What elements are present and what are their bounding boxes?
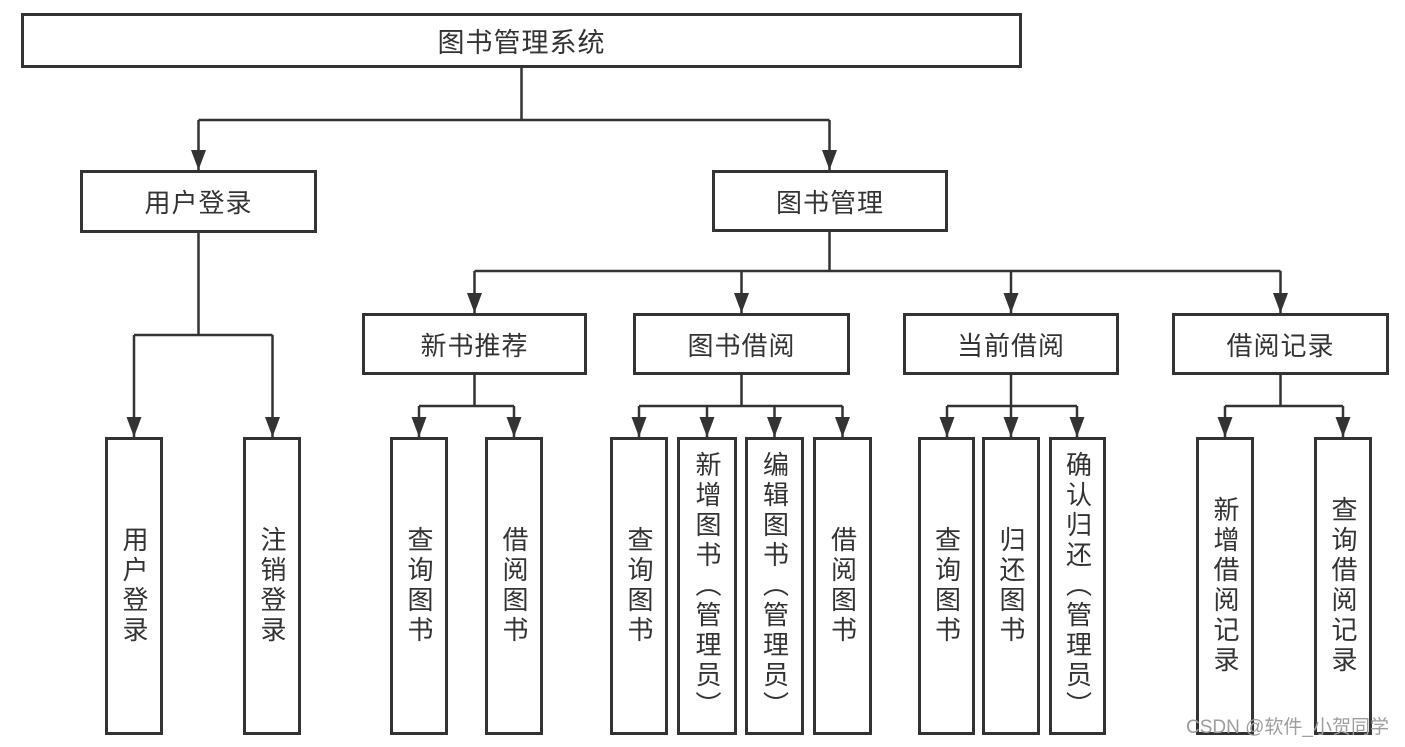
leaf-return-book: 归还图书 <box>982 437 1040 735</box>
leaf-query-books-borrow: 查询图书 <box>610 437 668 735</box>
node-borrow-records: 借阅记录 <box>1172 313 1389 375</box>
arrowhead <box>506 417 522 437</box>
arrowhead <box>1069 417 1085 437</box>
arrowhead <box>191 150 206 170</box>
leaf-borrow-books-2: 借阅图书 <box>813 437 872 735</box>
arrowhead <box>1003 293 1019 313</box>
arrowhead <box>265 417 280 437</box>
connector-book-management-to-level3 <box>473 232 1282 313</box>
node-root: 图书管理系统 <box>21 13 1022 68</box>
leaf-confirm-return-admin: 确认归还（管理员） <box>1049 437 1106 735</box>
csdn-watermark: CSDN @软件_小贺同学 <box>1186 717 1389 738</box>
arrowhead <box>767 417 782 437</box>
leaf-add-borrow-record: 新增借阅记录 <box>1196 437 1254 735</box>
arrowhead <box>734 293 749 313</box>
arrowhead <box>631 417 647 437</box>
arrowhead <box>467 293 482 313</box>
leaf-add-book-admin: 新增图书（管理员） <box>677 437 737 735</box>
arrowhead <box>939 417 955 437</box>
arrowhead <box>1273 293 1288 313</box>
node-current-borrow: 当前借阅 <box>903 313 1119 375</box>
node-book-management: 图书管理 <box>712 170 948 232</box>
arrowhead <box>126 417 142 437</box>
leaf-query-books-current: 查询图书 <box>918 437 975 735</box>
leaf-query-borrow-record: 查询借阅记录 <box>1314 437 1372 735</box>
leaf-logout: 注销登录 <box>243 437 301 735</box>
leaf-user-login: 用户登录 <box>105 437 163 735</box>
arrowhead <box>411 417 427 437</box>
node-new-book-recommend: 新书推荐 <box>362 313 587 375</box>
arrowhead <box>1217 417 1233 437</box>
node-book-borrow: 图书借阅 <box>633 313 850 375</box>
leaf-borrow-books-recommend: 借阅图书 <box>485 437 543 735</box>
connector-new-book-to-leaves <box>417 375 516 437</box>
leaf-edit-book-admin: 编辑图书（管理员） <box>745 437 804 735</box>
arrowhead <box>822 150 837 170</box>
connector-borrow-records-to-leaves <box>1223 375 1345 437</box>
arrowhead <box>1335 417 1351 437</box>
connector-book-borrow-to-leaves <box>637 375 844 437</box>
connector-user-login-to-leaves <box>132 233 274 437</box>
arrowhead <box>699 417 715 437</box>
arrowhead <box>1003 417 1019 437</box>
node-user-login: 用户登录 <box>80 170 317 233</box>
connector-root-to-level2 <box>197 68 831 170</box>
leaf-query-books-recommend: 查询图书 <box>390 437 448 735</box>
arrowhead <box>835 417 850 437</box>
